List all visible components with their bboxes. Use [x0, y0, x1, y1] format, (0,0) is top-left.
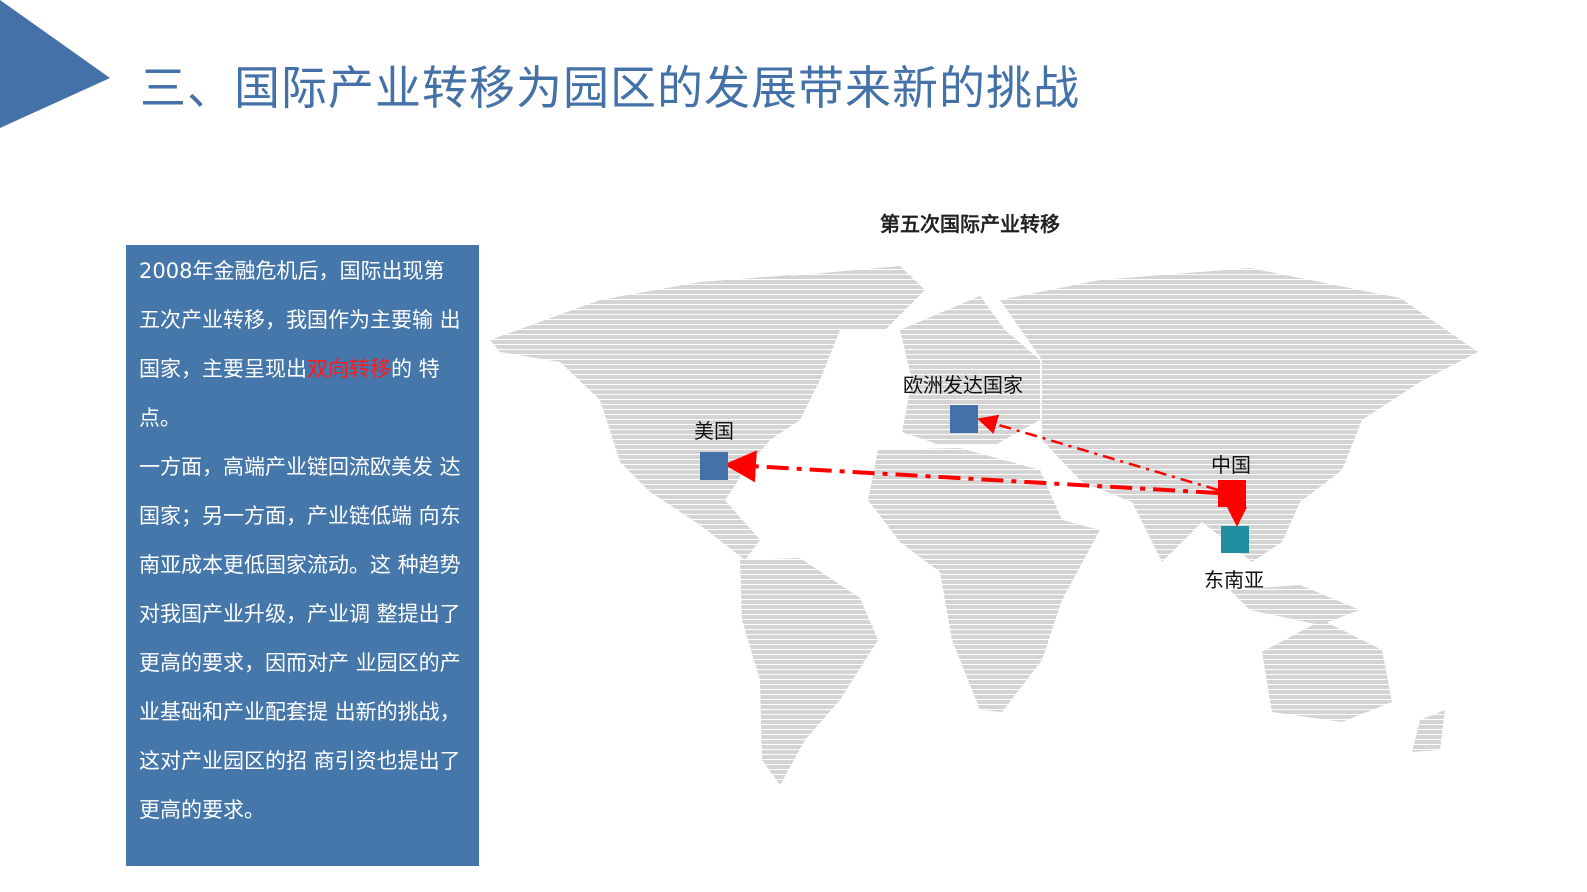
- arrow-china-to-usa: [724, 450, 1219, 495]
- map-title: 第五次国际产业转移: [880, 212, 1060, 236]
- label-usa: 美国: [694, 419, 734, 443]
- label-china: 中国: [1211, 453, 1251, 477]
- para1-end: 的 特点。: [139, 357, 440, 430]
- highlight-text: 双向转移: [307, 357, 391, 381]
- africa: [868, 448, 1100, 712]
- corner-triangle: [0, 0, 110, 128]
- asia: [1000, 268, 1478, 562]
- paragraph-1: 2008年金融危机后，国际出现第 五次产业转移，我国作为主要输 出国家，主要呈现…: [139, 247, 469, 443]
- europe-marker: [950, 405, 978, 433]
- paragraph-2: 一方面，高端产业链回流欧美发 达国家；另一方面，产业链低端 向东南亚成本更低国家…: [139, 455, 461, 822]
- world-map: [490, 266, 1478, 785]
- south-america: [740, 558, 878, 785]
- label-sea: 东南亚: [1204, 568, 1264, 592]
- sea-marker: [1221, 526, 1249, 553]
- usa-marker: [700, 452, 728, 480]
- page-title: 三、国际产业转移为园区的发展带来新的挑战: [140, 61, 1080, 115]
- new-zealand: [1412, 710, 1445, 752]
- europe: [900, 296, 1040, 445]
- description-box: 2008年金融危机后，国际出现第 五次产业转移，我国作为主要输 出国家，主要呈现…: [126, 245, 479, 866]
- para1-text: 2008年金融危机后，国际出现第 五次产业转移，我国作为主要输 出国家，主要呈现…: [139, 259, 461, 381]
- china-marker: [1218, 480, 1246, 507]
- greenland: [790, 266, 925, 330]
- label-europe: 欧洲发达国家: [903, 373, 1023, 397]
- north-america: [490, 275, 840, 560]
- transfer-arrows: [724, 414, 1247, 527]
- australia: [1262, 620, 1392, 722]
- indonesia: [1230, 585, 1360, 625]
